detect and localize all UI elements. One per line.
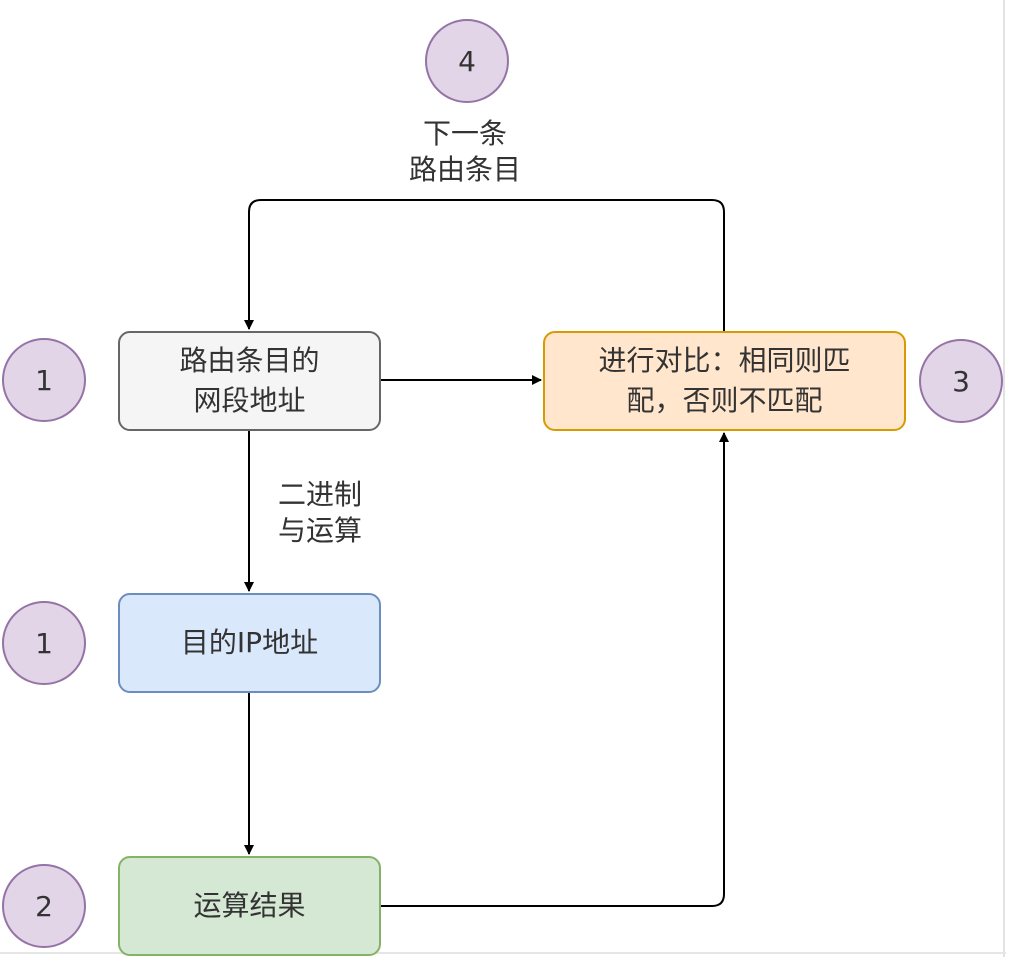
edge-compare-loop-to-route <box>244 199 725 331</box>
canvas-border-bottom <box>0 952 1006 954</box>
node-route-entry-network: 路由条目的 网段地址 <box>118 331 381 431</box>
edge-label-next-entry: 下一条 路由条目 <box>408 117 521 186</box>
node-destination-ip-label: 目的IP地址 <box>180 626 319 659</box>
node-route-entry-label: 路由条目的 网段地址 <box>179 344 320 417</box>
node-destination-ip: 目的IP地址 <box>118 593 381 693</box>
node-operation-result: 运算结果 <box>118 856 381 956</box>
node-compare-label: 进行对比：相同则匹 配，否则不匹配 <box>598 344 851 417</box>
canvas-border-right <box>1003 0 1005 957</box>
node-operation-result-label: 运算结果 <box>193 889 306 922</box>
edge-label-binary-and: 二进制 与运算 <box>278 478 363 547</box>
step-badge-compare: 3 <box>919 339 1003 423</box>
step-badge-next: 4 <box>425 19 509 103</box>
step-badge-result: 2 <box>2 864 86 948</box>
node-compare: 进行对比：相同则匹 配，否则不匹配 <box>543 331 906 431</box>
step-badge-dest-ip: 1 <box>2 601 86 685</box>
edge-result-to-compare <box>381 432 729 907</box>
step-badge-route-entry: 1 <box>2 338 86 422</box>
